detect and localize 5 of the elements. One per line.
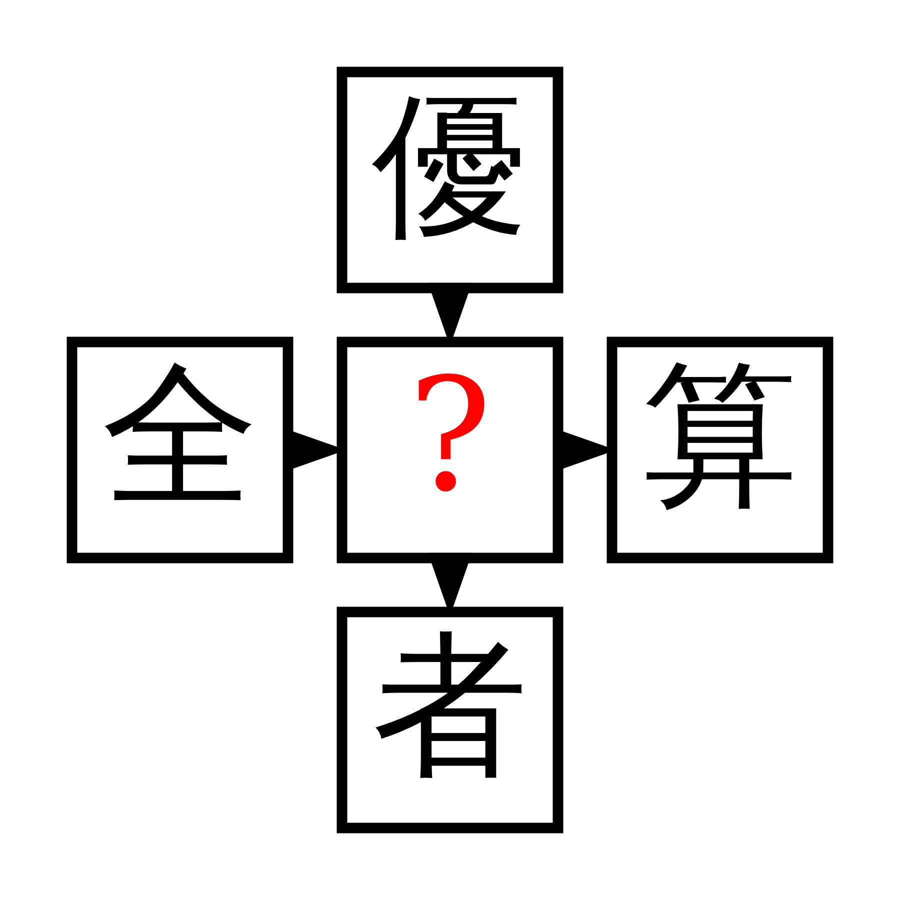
node-box: 全 bbox=[66, 336, 294, 564]
node-box: ? bbox=[336, 336, 564, 564]
node-box: 算 bbox=[606, 336, 834, 564]
node-box: 優 bbox=[336, 66, 564, 294]
node-box: 者 bbox=[336, 606, 564, 834]
